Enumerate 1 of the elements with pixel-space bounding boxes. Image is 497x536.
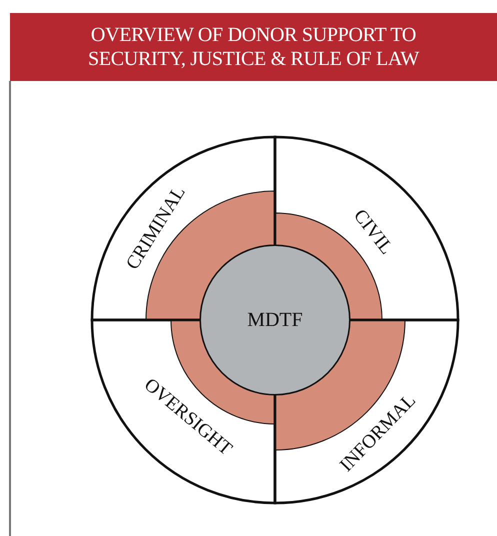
title: OVERVIEW OF DONOR SUPPORT TO SECURITY, JUSTICE & RULE OF LAW	[87, 23, 420, 71]
